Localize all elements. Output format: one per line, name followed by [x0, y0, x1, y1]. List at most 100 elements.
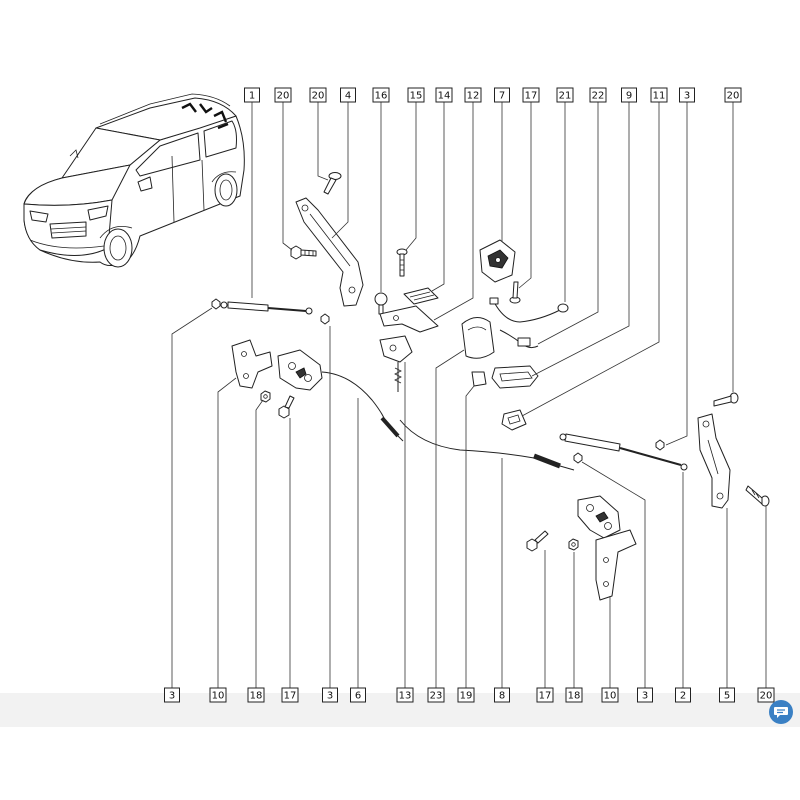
callout-number: 17 — [539, 691, 552, 702]
callout-box — [281, 687, 299, 703]
callout: 11 — [521, 87, 668, 417]
callout: 14 — [431, 87, 453, 292]
hinge-rib — [707, 439, 719, 475]
latch-claw — [295, 367, 307, 379]
callout-number: 8 — [499, 691, 505, 702]
callout-number: 11 — [653, 91, 666, 102]
callout-number: 22 — [592, 91, 605, 102]
hinge-arm — [295, 197, 364, 307]
callout: 17 — [281, 418, 299, 703]
hinge-rib — [309, 213, 351, 267]
bolt-head — [278, 405, 290, 419]
callout-box — [247, 687, 265, 703]
cable-6 — [321, 371, 404, 442]
bolt-17-right — [526, 530, 549, 552]
left-latch — [277, 349, 323, 391]
leader-line — [581, 461, 646, 688]
strut-cylinder — [227, 301, 269, 312]
left-hinge-10 — [231, 339, 273, 389]
callout: 20 — [309, 87, 329, 181]
lock-13 — [379, 335, 413, 392]
clip — [501, 409, 527, 431]
car-roof — [95, 97, 237, 141]
chat-button[interactable] — [769, 700, 793, 724]
leader-line — [431, 102, 445, 292]
right-hinge-5 — [697, 413, 731, 509]
callout-box — [209, 687, 227, 703]
wire-connector — [557, 303, 569, 313]
leader-line — [405, 102, 417, 251]
nut-hole — [263, 394, 268, 399]
strut-end-fitting — [220, 301, 228, 309]
cable-end — [397, 435, 404, 442]
latch-hole — [288, 362, 296, 370]
callout-number: 21 — [559, 91, 572, 102]
leader-line — [171, 307, 213, 688]
bolt-thread — [304, 250, 314, 256]
ball-stud-left-upper — [211, 298, 221, 310]
callout-box — [565, 687, 583, 703]
left-gas-strut — [220, 301, 313, 315]
bolt-thread — [400, 259, 404, 271]
callout: 17 — [536, 550, 554, 703]
callout-number: 10 — [212, 691, 225, 702]
callout: 20 — [274, 87, 293, 251]
callout: 23 — [427, 349, 465, 703]
callout-box — [601, 687, 619, 703]
callout: 6 — [350, 398, 366, 703]
callout-number: 1 — [249, 91, 255, 102]
bolt-shaft — [323, 177, 337, 195]
bolt-20-left — [290, 245, 317, 260]
car-rear-wheel — [214, 173, 238, 207]
bolt-thread — [751, 489, 760, 499]
cable — [399, 419, 535, 459]
callout-box — [164, 687, 180, 703]
bolt-shaft — [300, 249, 317, 257]
callout-box — [435, 87, 453, 103]
bolt-shaft — [512, 281, 519, 299]
bracket-12 — [379, 305, 439, 333]
hinge-hole — [603, 581, 609, 587]
cable — [321, 371, 385, 419]
leader-line — [433, 102, 474, 321]
strut-cylinder — [564, 433, 621, 452]
callout-number: 23 — [430, 691, 443, 702]
connector-22 — [499, 329, 539, 349]
bolt-shaft — [713, 395, 732, 407]
pad-hatch — [409, 291, 435, 301]
plug — [471, 371, 487, 387]
cable-sleeve — [533, 453, 561, 469]
callout: 3 — [581, 461, 653, 703]
leader-line — [531, 102, 630, 377]
car-illustration — [23, 93, 245, 268]
callout: 20 — [757, 506, 775, 703]
car-headlight-left — [29, 210, 49, 223]
callout-number: 3 — [327, 691, 333, 702]
cable-8 — [399, 419, 575, 471]
callout-number: 17 — [525, 91, 538, 102]
callout-number: 3 — [169, 691, 175, 702]
hinge-hole — [603, 557, 609, 563]
lamp-lens — [499, 371, 533, 382]
callout: 3 — [164, 307, 213, 703]
hinge-hole — [348, 286, 356, 294]
callout-number: 7 — [499, 91, 505, 102]
callout-number: 2 — [680, 691, 686, 702]
car-grille — [49, 221, 87, 239]
leader-line — [255, 399, 264, 688]
cover-edge — [467, 326, 487, 331]
callout: 18 — [565, 552, 583, 703]
latch-claw — [595, 511, 609, 523]
latch-7 — [479, 239, 516, 283]
callout-box — [340, 87, 356, 103]
callout-box — [556, 87, 574, 103]
lock-spring — [394, 367, 402, 384]
car-side-window-front — [135, 132, 201, 177]
callout-box — [679, 87, 695, 103]
bolt-shaft — [284, 395, 295, 409]
callout: 18 — [247, 399, 265, 703]
callout-number: 10 — [604, 691, 617, 702]
bracket-hole — [393, 315, 399, 321]
